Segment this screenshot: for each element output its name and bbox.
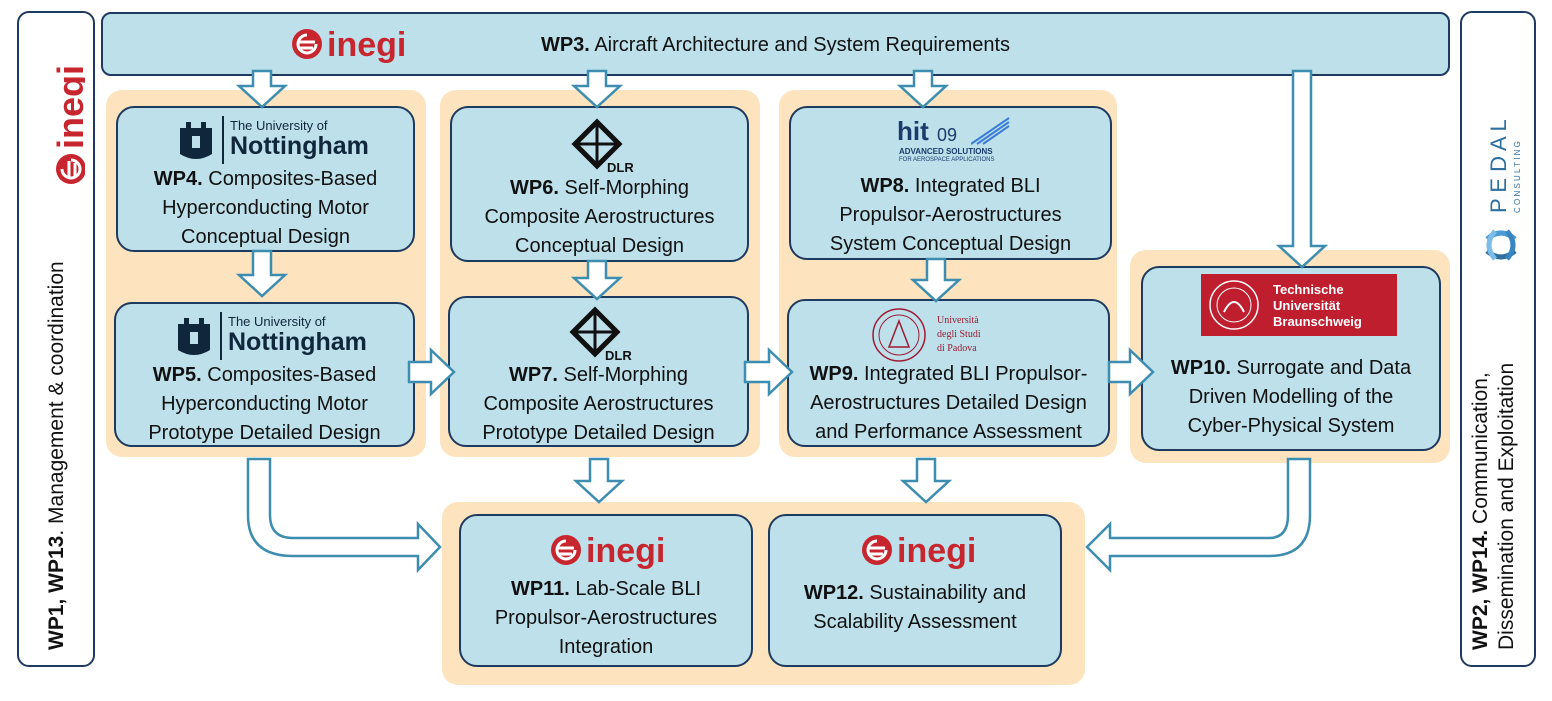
pedal-logo: P E D A L C O N S U L T I N G [1485, 119, 1522, 261]
wp3-box: inegi WP3. Aircraft Architecture and Sys… [101, 12, 1450, 76]
wp4-label: WP4. Composites-Based Hyperconducting Mo… [153, 168, 378, 248]
pedal-swirl-icon [1485, 229, 1517, 261]
tu-braunschweig-logo: Technische Universität Braunschweig [1201, 274, 1397, 336]
tub-seal-icon [1209, 280, 1259, 330]
arrow-wp6-wp7 [570, 259, 624, 301]
dlr-logo: DLR [571, 118, 634, 174]
svg-text:DLR: DLR [607, 160, 634, 174]
hit09-logo: hit 09 ADVANCED SOLUTIONS FOR AEROSPACE … [897, 116, 1017, 170]
arrow-wp3-wp4 [235, 69, 289, 109]
arrow-wp5-wp7 [407, 347, 456, 397]
arrow-wp9-wp10 [1107, 347, 1155, 397]
wp5-label: WP5. Composites-Based Hyperconducting Mo… [148, 364, 381, 444]
wp11-box: inegi WP11. Lab-Scale BLI Propulsor-Aero… [459, 514, 753, 667]
arrow-wp3-wp6 [570, 69, 624, 109]
svg-text:inegi: inegi [327, 26, 406, 64]
arrow-wp7-wp11 [572, 457, 626, 504]
wp6-label: WP6. Self-Morphing Composite Aerostructu… [484, 177, 715, 257]
nottingham-logo: The University of Nottingham [174, 312, 367, 362]
wp8-box: hit 09 ADVANCED SOLUTIONS FOR AEROSPACE … [789, 106, 1112, 260]
wp9-label: WP9. Integrated BLI Propulsor- Aerostruc… [809, 363, 1088, 443]
padova-logo: Università degli Studi di Padova [871, 307, 1021, 363]
wp9-box: Università degli Studi di Padova WP9. In… [787, 299, 1110, 447]
svg-text:DLR: DLR [605, 348, 632, 362]
wp5-box: The University of Nottingham WP5. Compos… [114, 302, 415, 447]
wp4-box: The University of Nottingham WP4. Compos… [116, 106, 415, 252]
wp11-label: WP11. Lab-Scale BLI Propulsor-Aerostruct… [494, 578, 718, 658]
castle-icon [180, 122, 212, 159]
wp3-label: WP3. Aircraft Architecture and System Re… [540, 34, 1011, 56]
wp7-box: DLR WP7. Self-Morphing Composite Aerostr… [448, 296, 749, 447]
left-panel-wp1-wp13: WP1, WP13. Management & coordination ine… [17, 11, 95, 667]
arrow-wp4-wp5 [235, 249, 289, 298]
dlr-logo: DLR [569, 306, 632, 362]
wp8-label: WP8. Integrated BLI Propulsor-Aerostruct… [829, 175, 1072, 255]
arrow-wp7-wp9 [743, 347, 794, 397]
inegi-logo: inegi [862, 532, 976, 570]
arrow-wp9-wp12 [899, 457, 953, 504]
wp10-label: WP10. Surrogate and Data Driven Modellin… [1170, 357, 1412, 437]
castle-icon [178, 318, 210, 355]
arrow-wp8-wp9 [909, 257, 963, 303]
nottingham-logo: The University of Nottingham [176, 116, 369, 166]
arrow-wp3-wp10 [1275, 69, 1329, 269]
inegi-logo-vertical: inegi [50, 65, 85, 184]
hit09-swoosh-icon [971, 117, 1010, 145]
wp12-box: inegi WP12. Sustainability and Scalabili… [768, 514, 1062, 667]
inegi-logo: inegi [551, 532, 665, 570]
wp7-label: WP7. Self-Morphing Composite Aerostructu… [482, 364, 715, 444]
wp12-label: WP12. Sustainability and Scalability Ass… [803, 582, 1027, 633]
svg-text:inegi: inegi [586, 532, 665, 570]
padova-seal-icon [872, 308, 926, 362]
arrow-wp3-wp8 [896, 69, 950, 109]
arrow-wp10-wp12 [1085, 457, 1312, 574]
wp6-box: DLR WP6. Self-Morphing Composite Aerostr… [450, 106, 749, 262]
inegi-logo: inegi [292, 26, 406, 64]
inegi-logo-text: inegi [50, 65, 85, 149]
arrow-wp5-wp11 [246, 457, 442, 574]
right-panel-wp2-wp14: WP2, WP14. Communication, Dissemination … [1460, 11, 1536, 667]
wp10-box: Technische Universität Braunschweig WP10… [1141, 266, 1441, 451]
pedal-logo-letters: P E D A L [1486, 119, 1511, 213]
pedal-logo-sub: C O N S U L T I N G [1513, 141, 1522, 213]
svg-text:inegi: inegi [897, 532, 976, 570]
